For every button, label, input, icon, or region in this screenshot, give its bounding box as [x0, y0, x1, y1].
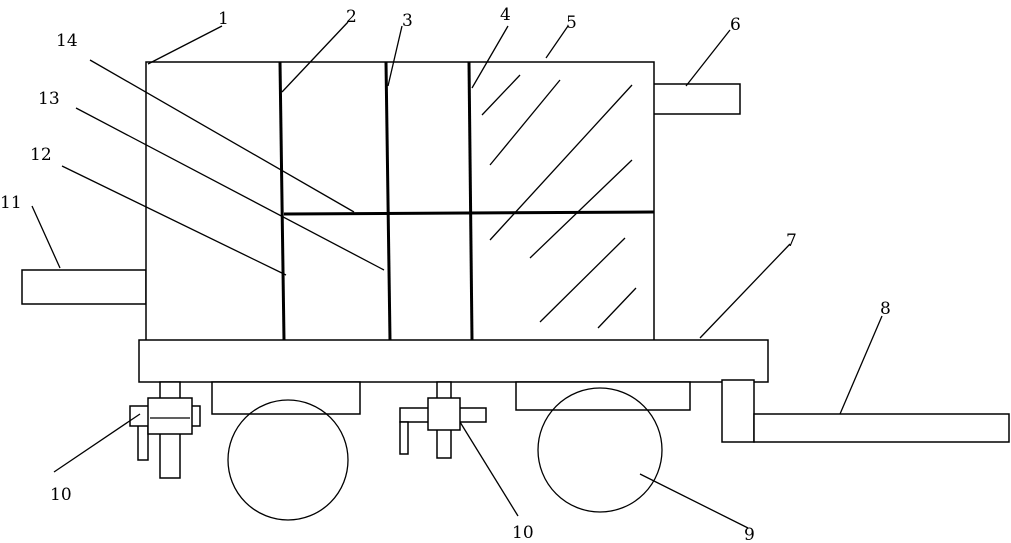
label-14: 14	[56, 31, 78, 51]
label-3: 3	[402, 11, 413, 31]
horizontal-divider	[283, 210, 655, 216]
label-5: 5	[566, 13, 577, 33]
wheel-left	[227, 399, 349, 521]
label-6: 6	[730, 15, 741, 35]
label-11: 11	[0, 193, 22, 213]
label-2: 2	[346, 7, 357, 27]
hitch-post	[721, 379, 755, 443]
label-13: 13	[38, 89, 60, 109]
label-7: 7	[786, 231, 797, 251]
label-10-middle: 10	[512, 523, 534, 543]
label-10-left: 10	[50, 485, 72, 505]
right-pipe	[651, 83, 741, 115]
partition-4	[467, 61, 474, 341]
axle-bracket-left	[211, 381, 361, 415]
tank-body	[145, 61, 655, 343]
label-8: 8	[880, 299, 891, 319]
label-4: 4	[500, 5, 511, 25]
label-9: 9	[744, 525, 755, 543]
partition-2	[278, 61, 286, 341]
left-pipe	[21, 269, 147, 305]
support-leg-left	[129, 381, 201, 479]
support-leg-middle	[399, 381, 487, 459]
wheel-right	[537, 387, 663, 513]
chassis-frame	[138, 339, 769, 383]
leader-lines	[31, 21, 883, 529]
partition-3	[384, 61, 392, 341]
tow-bar	[753, 413, 1010, 443]
glass-hatching	[481, 74, 637, 329]
axle-bracket-right	[515, 381, 691, 411]
label-12: 12	[30, 145, 52, 165]
label-1: 1	[218, 9, 229, 29]
